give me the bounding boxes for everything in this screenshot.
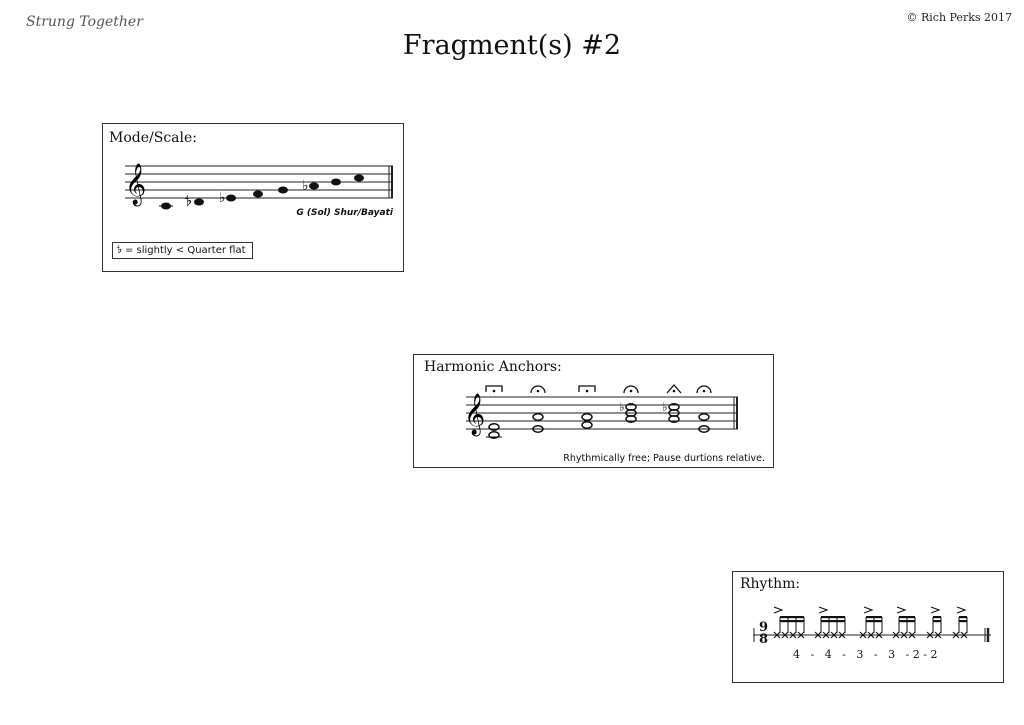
short-pause-icon [485,385,503,392]
chord-note [532,413,544,421]
rhythm-notes [773,631,968,639]
note-b-flat [226,194,236,202]
treble-clef-icon: 𝄞 [464,393,485,436]
accent-icon [818,606,829,614]
treble-clef-icon: 𝄞 [125,163,146,206]
note-f [331,178,341,186]
fermata-icon [623,385,639,394]
short-pause-icon [578,385,596,392]
chord-note [698,413,710,421]
harmonic-anchors-panel: Harmonic Anchors: 𝄞 [413,354,774,468]
copyright-notice: © Rich Perks 2017 [906,11,1012,24]
rhythm-staff [753,606,991,642]
mode-scale-title: Mode/Scale: [109,130,197,146]
note-e-flat [309,182,319,190]
chord-note [488,431,500,439]
note-c [253,190,263,198]
time-signature: 9 8 [759,620,769,647]
rhythm-title: Rhythm: [740,576,801,592]
page-title: Fragment(s) #2 [402,30,622,61]
mode-scale-staff: 𝄞 𝄳 ♭ ♭ [125,163,393,210]
flat-icon: ♭ [219,190,226,206]
long-fermata-icon [666,384,682,394]
scale-name: G (Sol) Shur/Bayati [296,208,393,218]
chord-note [488,423,500,431]
accent-icon [863,606,874,614]
note-g-high [354,174,364,182]
rhythm-grouping: 4 - 4 - 3 - 3 - 2 - 2 [793,648,938,661]
koron-legend: 𝄳 = slightly < Quarter flat [112,242,253,259]
koron-icon: 𝄳 [185,194,192,210]
accent-icon [896,606,907,614]
note-g [161,202,171,210]
note-d [278,186,288,194]
rhythm-panel: Rhythm: [732,571,1004,683]
chord-note [581,413,593,421]
flat-icon: ♭ [619,400,625,414]
note-a-koron [194,198,204,206]
chord-note [668,415,680,423]
chord-note [581,421,593,429]
flat-icon: ♭ [662,400,668,414]
fermata-icon [696,385,712,394]
accent-icon [930,606,941,614]
harmonic-anchors-staff: 𝄞 ♭ ♭ [464,384,738,439]
series-title: Strung Together [26,14,143,30]
flat-icon: ♭ [302,178,309,194]
harmonic-caption: Rhythmically free; Pause durtions relati… [563,453,765,464]
fermata-icon [530,385,546,394]
mode-scale-panel: Mode/Scale: 𝄞 𝄳 [102,123,404,272]
chord-note [625,415,637,423]
koron-legend-text: = slightly < Quarter flat [124,245,246,256]
koron-legend-icon: 𝄳 [117,245,122,256]
time-signature-bottom: 8 [759,632,769,647]
accent-icon [956,606,967,614]
time-signature-top: 9 [759,620,769,635]
harmonic-anchors-title: Harmonic Anchors: [424,359,562,375]
accent-icon [773,606,784,614]
